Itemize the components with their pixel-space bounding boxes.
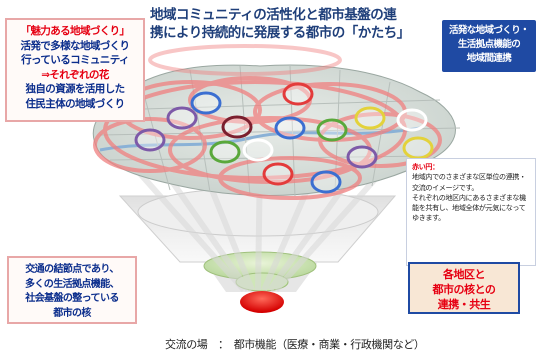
regional-link-line-3: 地域間連携 bbox=[466, 53, 512, 64]
note-body-1: 地域内でのさまざまな区単位の連携・交流のイメージです。 bbox=[412, 172, 526, 192]
title-line-1: 地域コミュニティの活性化と都市基盤の連 bbox=[150, 7, 397, 23]
core-line-2: 多くの生活拠点機能、 bbox=[25, 278, 120, 290]
community-box: 「魅力ある地域づくり」 活発で多様な地域づくり 行っているコミュニティ ⇒それぞ… bbox=[5, 18, 145, 122]
community-line-5: 独自の資源を活用した bbox=[25, 83, 126, 96]
district-link-line-1: 各地区と bbox=[443, 268, 486, 281]
flower-circle bbox=[221, 115, 253, 139]
flower-circle bbox=[262, 162, 294, 186]
flower-circle bbox=[134, 128, 166, 152]
core-line-1: 交通の結節点であり、 bbox=[25, 264, 119, 275]
flower-circle bbox=[354, 106, 386, 130]
bottom-caption: 交流の場 ： 都市機能（医療・商業・行政機関など） bbox=[165, 338, 425, 351]
flower-circle bbox=[166, 106, 198, 130]
community-line-1: 「魅力ある地域づくり」 bbox=[20, 25, 131, 37]
flower-circle bbox=[242, 138, 274, 162]
flower-circle bbox=[310, 170, 342, 194]
regional-link-line-2: 生活拠点機能の bbox=[457, 39, 521, 50]
community-line-6: 住民主体の地域づくり bbox=[25, 97, 126, 110]
red-circle-note: 赤い円： 地域内でのさまざまな区単位の連携・交流のイメージです。 それぞれの地区… bbox=[406, 158, 536, 266]
note-body-2: それぞれの地区内にあるさまざまな機能を共有し、地域全体が元気になってゆきます。 bbox=[412, 192, 526, 223]
diagram-title: 地域コミュニティの活性化と都市基盤の連 携により持続的に発展する都市の「かたち」 bbox=[150, 6, 440, 42]
district-link-line-3: 連携・共生 bbox=[437, 298, 491, 311]
city-core-box: 交通の結節点であり、 多くの生活拠点機能、 社会基盤の整っている 都市の核 bbox=[7, 256, 137, 324]
district-link-box: 各地区と 都市の核との 連携・共生 bbox=[408, 262, 520, 314]
city-core-disc bbox=[240, 291, 284, 313]
core-line-3: 社会基盤の整っている bbox=[25, 293, 119, 304]
flower-circle bbox=[316, 118, 348, 142]
regional-link-line-1: 活発な地域づくり・ bbox=[448, 25, 530, 36]
flower-circles bbox=[134, 82, 434, 194]
district-link-line-2: 都市の核との bbox=[432, 283, 496, 296]
community-line-3: 行っているコミュニティ bbox=[21, 54, 129, 67]
flower-circle bbox=[402, 136, 434, 160]
flower-circle bbox=[396, 108, 428, 132]
flower-circle bbox=[346, 145, 378, 169]
flower-circle bbox=[190, 91, 222, 115]
note-heading: 赤い円： bbox=[412, 162, 439, 171]
flower-circle bbox=[274, 116, 306, 140]
flower-circle bbox=[209, 140, 241, 164]
regional-link-box: 活発な地域づくり・ 生活拠点機能の 地域間連携 bbox=[442, 20, 536, 72]
community-line-2: 活発で多様な地域づくり bbox=[20, 39, 131, 52]
flower-circle bbox=[282, 82, 314, 106]
title-line-2: 携により持続的に発展する都市の「かたち」 bbox=[150, 25, 410, 41]
community-line-4: ⇒それぞれの花 bbox=[41, 68, 109, 81]
core-line-4: 都市の核 bbox=[53, 307, 91, 319]
